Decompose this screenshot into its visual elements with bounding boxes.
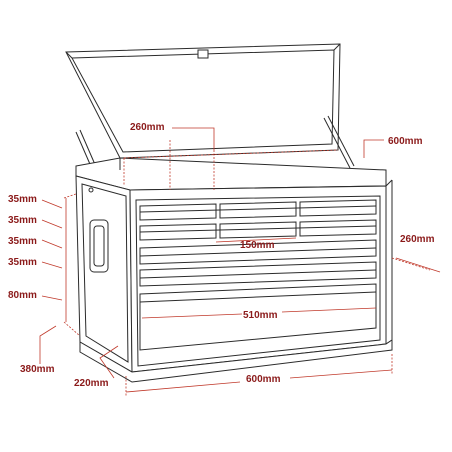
drawer-r2-mid — [219, 221, 297, 239]
dimension-lines — [39, 127, 441, 396]
dim-drawer-width: 150mm — [240, 240, 275, 251]
dim-depth: 600mm — [388, 136, 423, 147]
drawer-r2-right — [299, 219, 377, 237]
drawer-r2-left — [139, 223, 217, 241]
drawer-r1-right — [299, 199, 377, 217]
chest-base — [79, 339, 393, 383]
dim-total-width: 600mm — [246, 374, 281, 385]
drawers — [139, 199, 377, 351]
dim-drawer-height-3: 35mm — [8, 236, 37, 247]
dim-drawer-height-2: 35mm — [8, 215, 37, 226]
dim-drawer-height-1: 35mm — [8, 194, 37, 205]
dim-side-depth: 260mm — [400, 234, 435, 245]
dim-drawer-height-4: 35mm — [8, 257, 37, 268]
dim-inner-width: 510mm — [243, 310, 278, 321]
side-handle — [89, 219, 109, 273]
lid-latch — [197, 49, 209, 59]
dim-total-height: 380mm — [20, 364, 55, 375]
chest-lid — [65, 43, 341, 159]
dim-base-depth: 220mm — [74, 378, 109, 389]
dim-lid-width: 260mm — [130, 122, 165, 133]
drawer-r1-mid — [219, 201, 297, 219]
drawer-r1-left — [139, 203, 217, 221]
drawer-r5 — [139, 283, 377, 351]
dim-drawer-height-5: 80mm — [8, 290, 37, 301]
chest-left-side — [75, 175, 133, 373]
